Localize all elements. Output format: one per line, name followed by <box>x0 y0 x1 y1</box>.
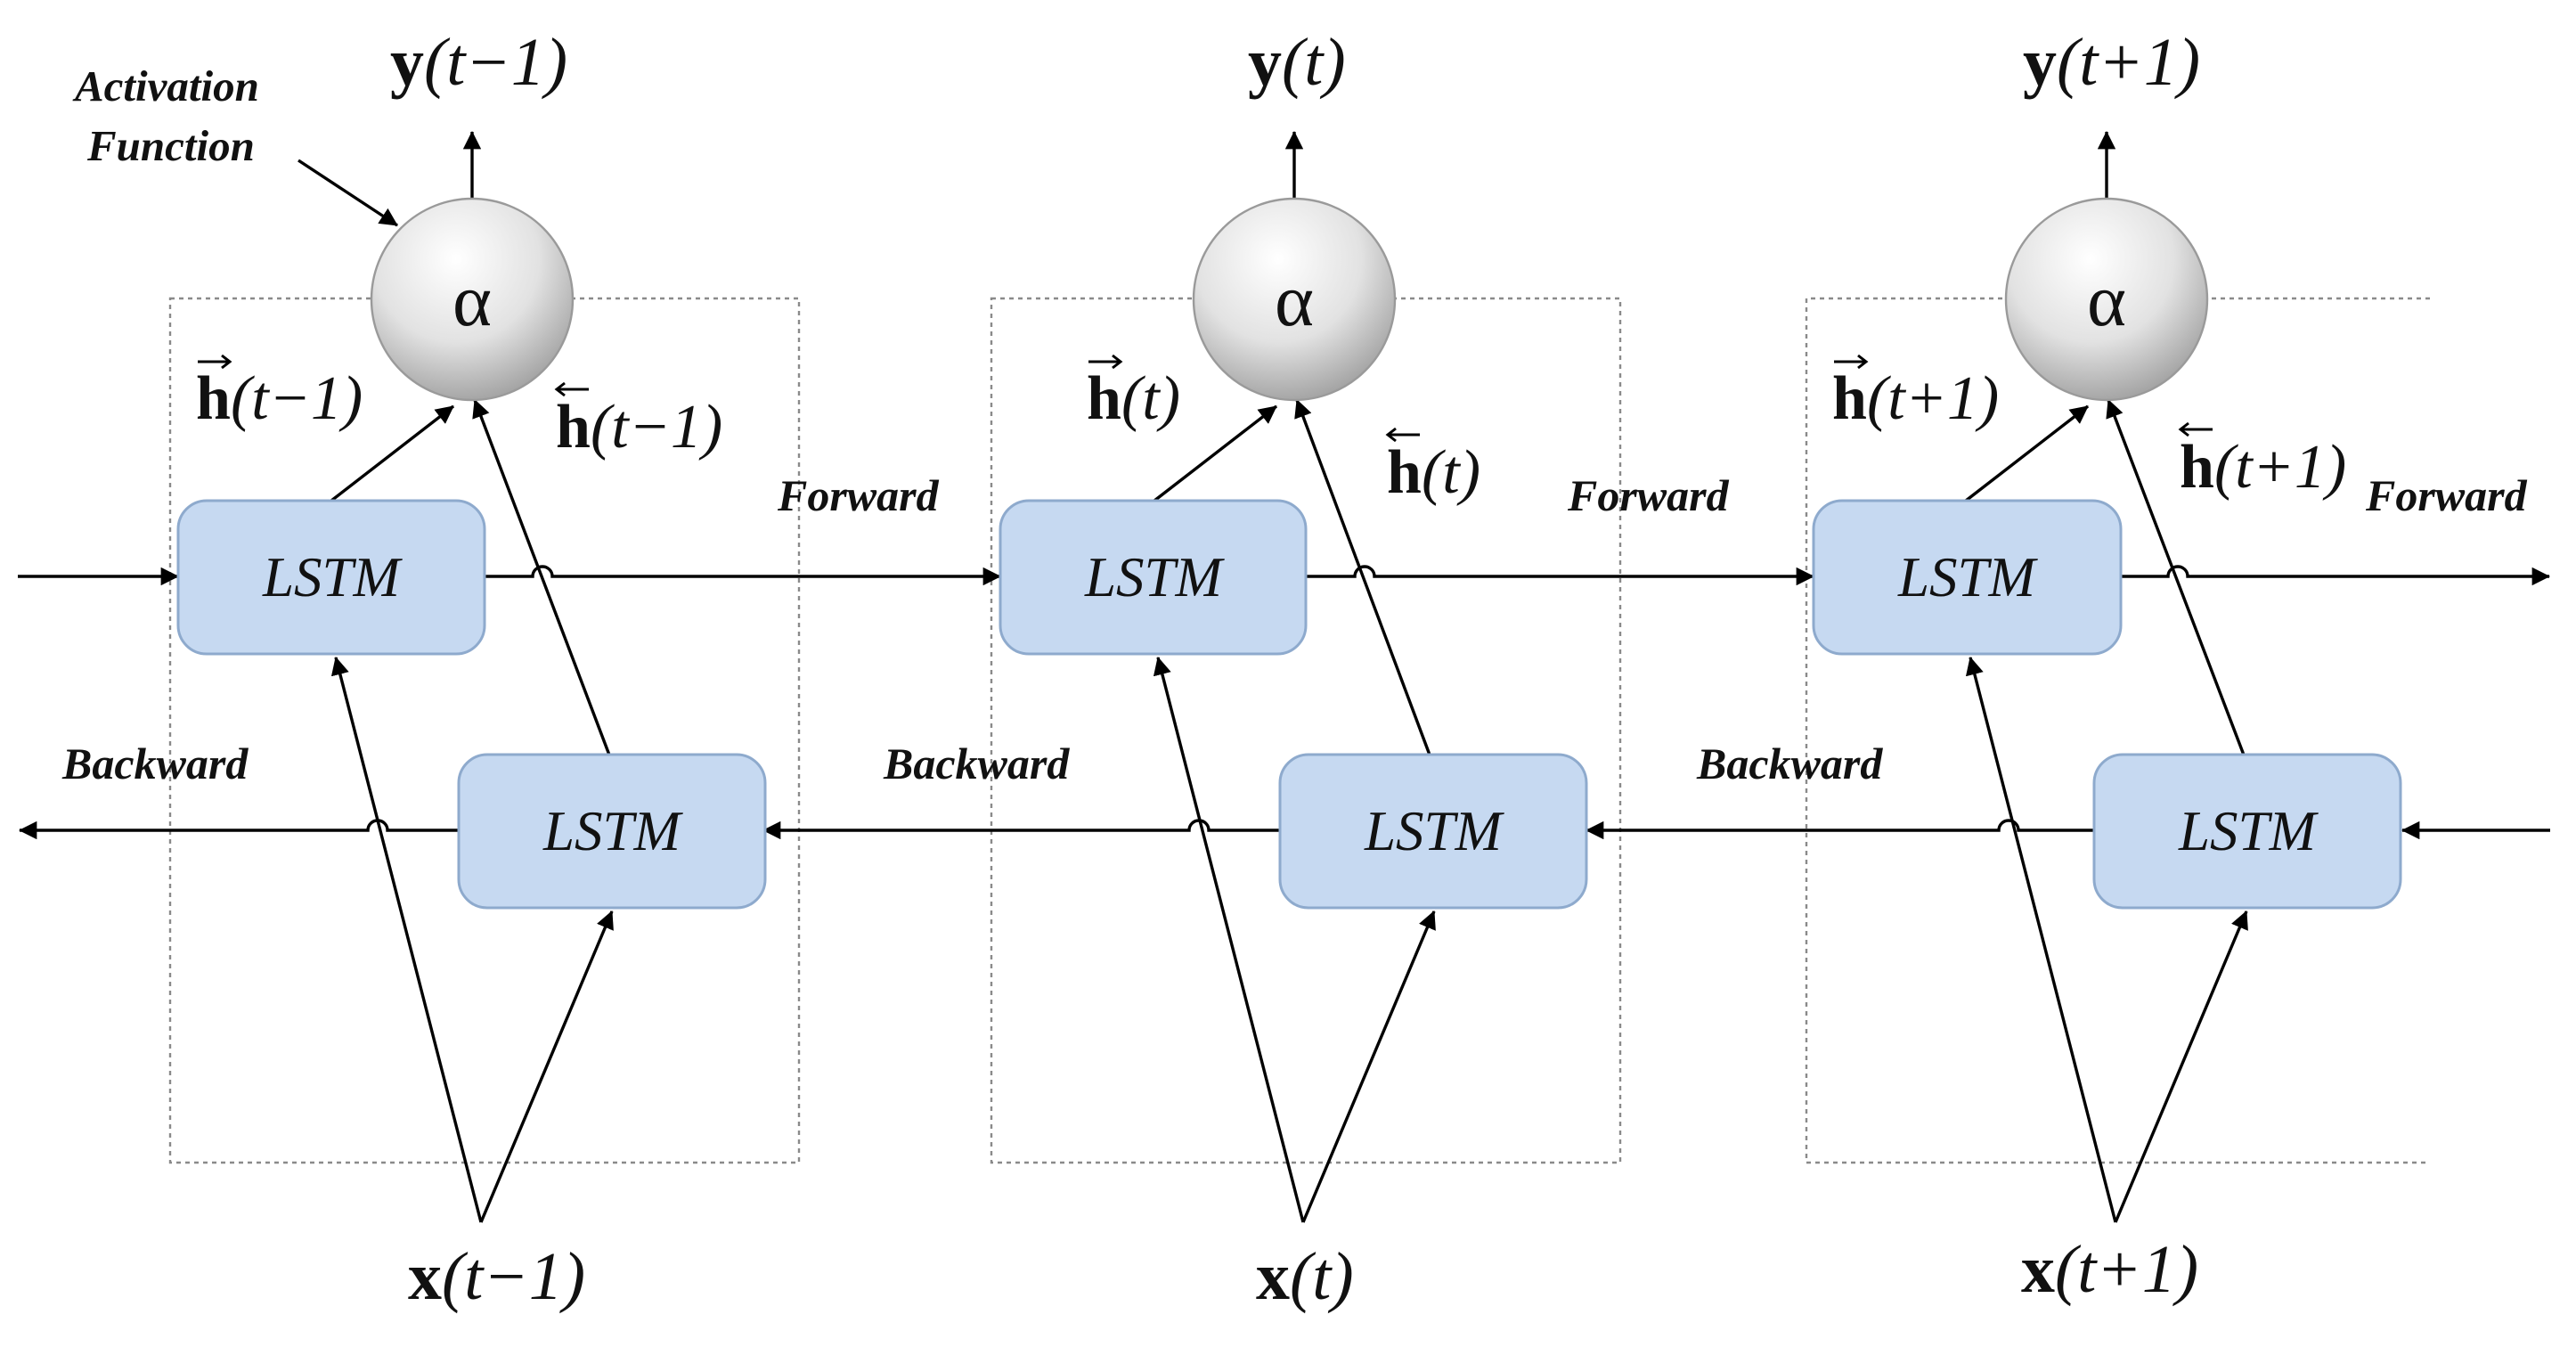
connector-group <box>330 130 2248 1223</box>
backward-lstm-cell: LSTM <box>2092 753 2402 910</box>
svg-text:h(t+1): h(t+1) <box>2180 433 2346 502</box>
forward-link-arrow <box>1306 565 1815 586</box>
activation-node: α <box>2004 197 2209 402</box>
forward-direction-label: Forward <box>2365 470 2528 520</box>
forward-lstm-cell: LSTM <box>999 499 1308 656</box>
lstm-cell-label: LSTM <box>1897 546 2039 608</box>
activation-symbol: α <box>2087 259 2126 342</box>
backward-link-arrow <box>1585 819 2094 840</box>
backward-hidden-label: h(t+1) <box>2178 421 2346 502</box>
forward-output-arrow <box>2121 565 2551 586</box>
forward-link-arrow <box>485 565 1002 586</box>
lstm-cell-label: LSTM <box>1364 800 1505 862</box>
annotation-pointer-arrow <box>298 159 398 227</box>
svg-text:h(t−1): h(t−1) <box>196 364 363 433</box>
forward-direction-label: Forward <box>777 470 940 520</box>
input-label: x(t+1) <box>2021 1232 2198 1307</box>
activation-annotation-line1: Activation <box>72 61 259 110</box>
frame-group <box>168 297 2430 1164</box>
right-arrow-accent-icon <box>198 354 232 370</box>
input-to-forward-arrow <box>330 657 483 1223</box>
svg-text:h(t−1): h(t−1) <box>556 393 722 461</box>
activation-node: α <box>370 197 575 402</box>
forward-to-activation-arrow <box>1153 404 1278 502</box>
activation-symbol: α <box>452 259 492 342</box>
backward-lstm-cell: LSTM <box>457 753 767 910</box>
input-label: x(t−1) <box>408 1239 585 1314</box>
backward-to-activation-arrow <box>1294 399 1432 758</box>
input-to-backward-arrow <box>2114 910 2248 1223</box>
forward-to-activation-arrow <box>1964 404 2090 502</box>
output-label: y(t+1) <box>2023 25 2200 100</box>
svg-text:h(t): h(t) <box>1387 438 1480 507</box>
left-arrow-accent-icon <box>1385 427 1420 443</box>
output-label: y(t) <box>1248 25 1346 100</box>
forward-lstm-cell: LSTM <box>1812 499 2123 656</box>
forward-hidden-label: h(t+1) <box>1832 354 1999 433</box>
activation-symbol: α <box>1275 259 1314 342</box>
lstm-cell-label: LSTM <box>1084 546 1226 608</box>
input-to-forward-arrow <box>1153 657 1305 1223</box>
activation-node: α <box>1192 197 1397 402</box>
forward-direction-label: Forward <box>1567 470 1730 520</box>
backward-hidden-label: h(t) <box>1385 427 1480 507</box>
backward-hidden-label: h(t−1) <box>554 381 722 461</box>
input-label: x(t) <box>1256 1239 1354 1314</box>
backward-to-activation-arrow <box>2106 399 2246 758</box>
backward-output-arrow <box>18 819 459 840</box>
left-arrow-accent-icon <box>2178 421 2213 437</box>
forward-to-activation-arrow <box>330 404 455 502</box>
backward-direction-label: Backward <box>883 739 1070 788</box>
right-arrow-accent-icon <box>1088 354 1123 370</box>
left-arrow-accent-icon <box>554 381 589 397</box>
forward-hidden-label: h(t) <box>1087 354 1180 433</box>
backward-direction-label: Backward <box>61 739 249 788</box>
svg-text:h(t): h(t) <box>1087 364 1180 433</box>
backward-to-activation-arrow <box>472 399 612 758</box>
forward-lstm-cell: LSTM <box>176 499 486 656</box>
forward-hidden-label: h(t−1) <box>196 354 363 433</box>
output-label: y(t−1) <box>390 25 567 100</box>
lstm-cell-label: LSTM <box>262 546 404 608</box>
right-arrow-accent-icon <box>1834 354 1869 370</box>
input-to-forward-arrow <box>1965 657 2117 1223</box>
activation-annotation-line2: Function <box>86 121 255 170</box>
backward-lstm-cell: LSTM <box>1278 753 1588 910</box>
lstm-cell-label: LSTM <box>2178 800 2319 862</box>
input-to-backward-arrow <box>479 910 614 1223</box>
svg-text:h(t+1): h(t+1) <box>1832 364 1999 433</box>
backward-direction-label: Backward <box>1696 739 1883 788</box>
input-to-backward-arrow <box>1301 910 1436 1223</box>
forward-chain <box>18 565 2551 586</box>
lstm-cell-label: LSTM <box>542 800 684 862</box>
